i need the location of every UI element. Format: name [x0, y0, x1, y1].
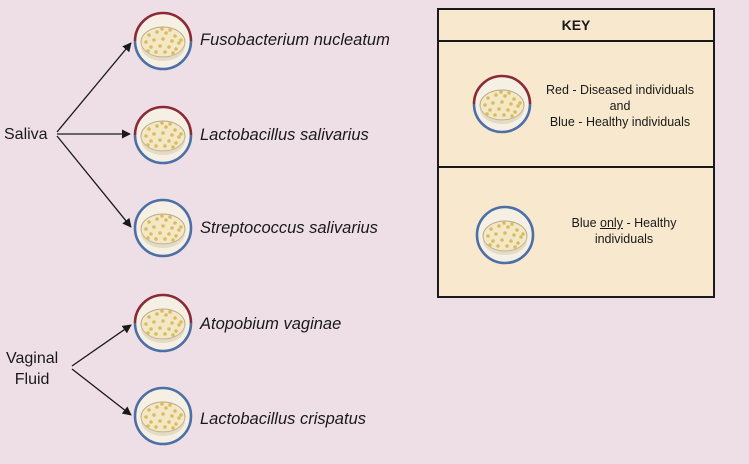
petri-dish-red-blue-icon: [132, 10, 194, 77]
key-blue-only-line1: Blue only - Healthy: [549, 215, 699, 231]
key-panel: KEY Red - Diseased individuals and Blue …: [437, 8, 715, 298]
source-saliva: Saliva: [4, 126, 48, 143]
petri-dish-blue-only-icon: [132, 197, 194, 264]
arrow-saliva-fusobacterium: [56, 42, 132, 133]
petri-dish-red-blue-icon: [132, 292, 194, 359]
petri-dish-red-blue-icon: [132, 104, 194, 171]
key-blue-only-line2: individuals: [594, 232, 654, 246]
petri-dish-blue-only-icon: [474, 204, 536, 271]
key-blue-word: Blue: [571, 216, 601, 230]
key-healthy-word: - Healthy: [622, 216, 677, 230]
key-blue-only-description: Blue only - Healthy individuals: [549, 215, 699, 247]
key-only-word: only: [600, 216, 623, 230]
organism-label: Lactobacillus crispatus: [200, 410, 366, 428]
organism-label: Streptococcus salivarius: [200, 219, 378, 237]
petri-dish-red-blue-icon: [471, 73, 533, 140]
key-red-blue-description: Red - Diseased individuals and Blue - He…: [535, 82, 705, 130]
key-title: KEY: [439, 10, 713, 42]
petri-dish-blue-only-icon: [132, 385, 194, 452]
key-divider: [439, 166, 713, 168]
organism-label: Atopobium vaginae: [200, 315, 342, 333]
source-vaginal-fluid: Vaginal Fluid: [6, 348, 58, 390]
key-and-line: and: [609, 99, 631, 113]
arrow-saliva-streptococcus: [56, 135, 132, 228]
organism-label: Fusobacterium nucleatum: [200, 31, 390, 49]
key-blue-line: Blue - Healthy individuals: [549, 115, 691, 129]
key-red-line: Red - Diseased individuals: [546, 83, 694, 97]
organism-label: Lactobacillus salivarius: [200, 126, 369, 144]
source-vaginal-line1: Vaginal: [6, 350, 59, 367]
source-vaginal-line2: Fluid: [14, 371, 50, 388]
arrow-vaginal-atopobium: [71, 324, 132, 367]
arrow-vaginal-lactobacillus-crispatus: [71, 368, 132, 416]
